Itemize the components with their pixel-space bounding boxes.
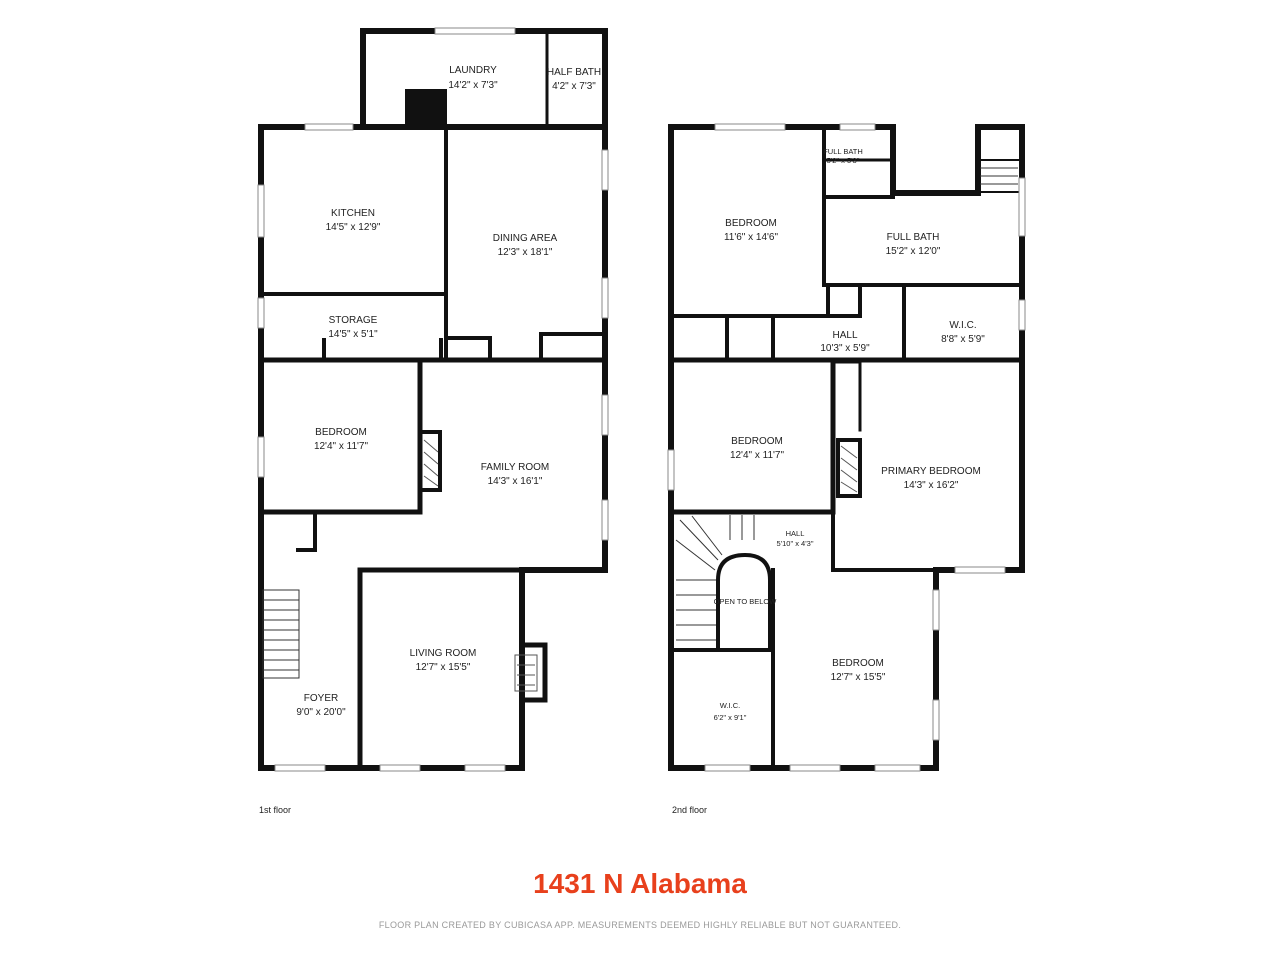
room-size: 11'6" x 14'6" [724,232,779,243]
room-size: 14'3" x 16'2" [904,480,959,491]
room-name: BEDROOM [315,427,367,438]
room-size: 4'2" x 7'3" [552,81,596,92]
room-size: 14'2" x 7'3" [448,80,498,91]
room-name: BEDROOM [731,436,783,447]
room-name: STORAGE [329,315,378,326]
room-size: 14'5" x 5'1" [328,329,378,340]
room-size: 8'8" x 5'9" [941,334,985,345]
room-name: BEDROOM [832,658,884,669]
room-size: 15'2" x 12'0" [886,246,941,257]
room-name: FULL BATH [887,232,940,243]
room-name: HALL [832,330,857,341]
room-name: FULL BATH [823,147,863,156]
room-name: W.I.C. [949,320,976,331]
stairs [262,167,1018,679]
room-size: 12'7" x 15'5" [831,672,886,683]
room-name: HALL [786,529,805,538]
room-size: 10'3" x 5'9" [820,343,870,354]
credit-disclaimer: FLOOR PLAN CREATED BY CUBICASA APP. MEAS… [378,920,902,930]
fireplace-hatch [423,439,858,692]
room-size: 9'0" x 20'0" [296,707,346,718]
chimney-block [405,89,447,127]
room-name: PRIMARY BEDROOM [881,466,981,477]
room-name: FOYER [304,693,338,704]
windows [257,27,1026,772]
first-floor-labels: LAUNDRY 14'2" x 7'3" HALF BATH 4'2" x 7'… [259,65,601,815]
room-name: LAUNDRY [449,65,497,76]
room-size: 6'2" x 9'1" [714,713,747,722]
room-name: W.I.C. [720,701,740,710]
room-name: FAMILY ROOM [481,462,550,473]
room-name: HALF BATH [547,67,601,78]
room-size: 12'3" x 18'1" [498,247,553,258]
room-size: 14'5" x 12'9" [326,222,381,233]
room-name: KITCHEN [331,208,375,219]
room-name: BEDROOM [725,218,777,229]
room-size: 5'2" x 5'3" [827,156,860,165]
room-size: 5'10" x 4'3" [777,539,814,548]
room-size: 12'7" x 15'5" [416,662,471,673]
floor-label: 1st floor [259,805,291,815]
room-name: DINING AREA [493,233,558,244]
floor-label: 2nd floor [672,805,707,815]
room-name: LIVING ROOM [410,648,477,659]
room-size: 14'3" x 16'1" [488,476,543,487]
second-floor-labels: BEDROOM 11'6" x 14'6" FULL BATH 5'2" x 5… [672,147,985,815]
room-name: OPEN TO BELOW [714,597,778,606]
room-size: 12'4" x 11'7" [730,450,785,461]
property-address: 1431 N Alabama [533,868,747,899]
room-size: 12'4" x 11'7" [314,441,369,452]
